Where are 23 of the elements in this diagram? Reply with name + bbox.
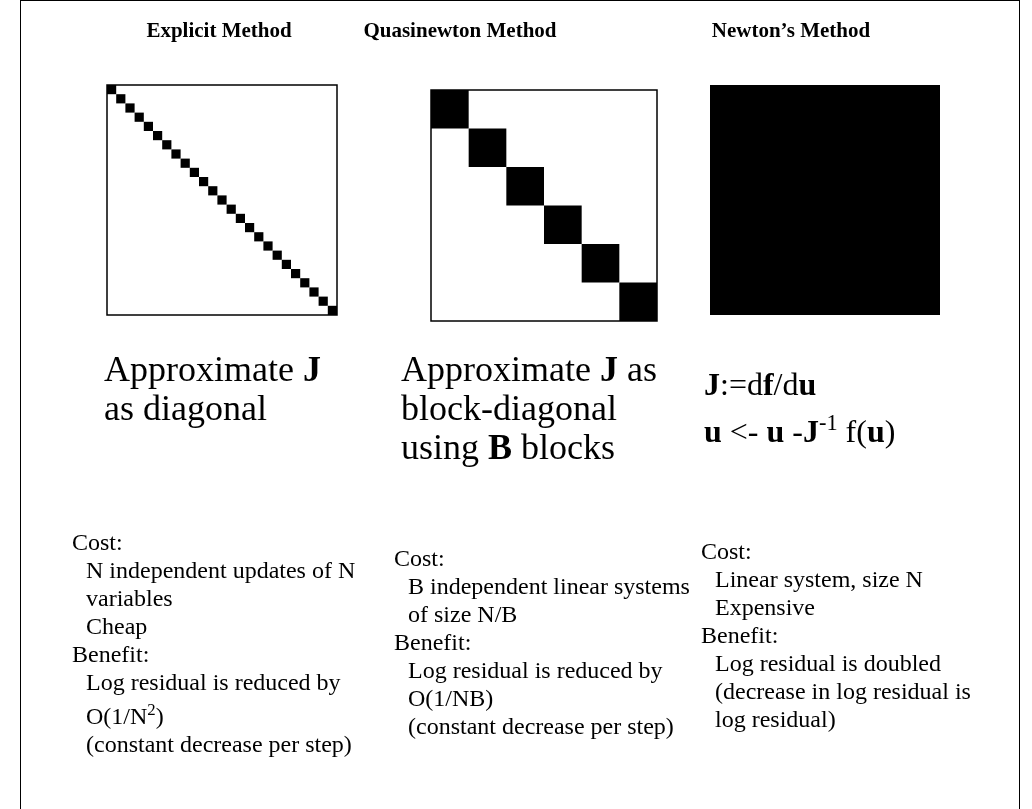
detail-text: Linear system, size N — [715, 565, 924, 593]
column-heading: Quasinewton Method — [362, 18, 558, 43]
detail-text: Cheap — [86, 612, 149, 640]
detail-text: Log residual is reduced by O(1/N$^{2}$) — [86, 668, 342, 730]
section-label: Benefit: — [701, 621, 780, 649]
section-label: Cost: — [394, 544, 446, 572]
detail-text: N independent updates of N variables — [86, 556, 357, 612]
formula-text: u <- u -J$^{-1}$ f(u) — [704, 410, 896, 450]
section-label: Benefit: — [72, 640, 151, 668]
description-text: Approximate J as diagonal — [104, 350, 322, 428]
detail-text: Expensive — [715, 593, 816, 621]
section-label: Cost: — [72, 528, 124, 556]
column-heading: Newton’s Method — [710, 18, 872, 43]
detail-text: Log residual is reduced by O(1/NB) — [408, 656, 664, 712]
description-text: Approximate J as block-diagonal using B blocks — [401, 350, 658, 467]
section-label: Cost: — [701, 537, 753, 565]
detail-text: Log residual is doubled (decrease in log residual is log residual) — [715, 649, 972, 733]
section-label: Benefit: — [394, 628, 473, 656]
column-heading: Explicit Method — [145, 18, 293, 43]
detail-text: (constant decrease per step) — [86, 730, 353, 758]
detail-text: (constant decrease per step) — [408, 712, 675, 740]
detail-text: B independent linear systems of size N/B — [408, 572, 690, 628]
formula-text: J:=df/du — [704, 366, 817, 403]
